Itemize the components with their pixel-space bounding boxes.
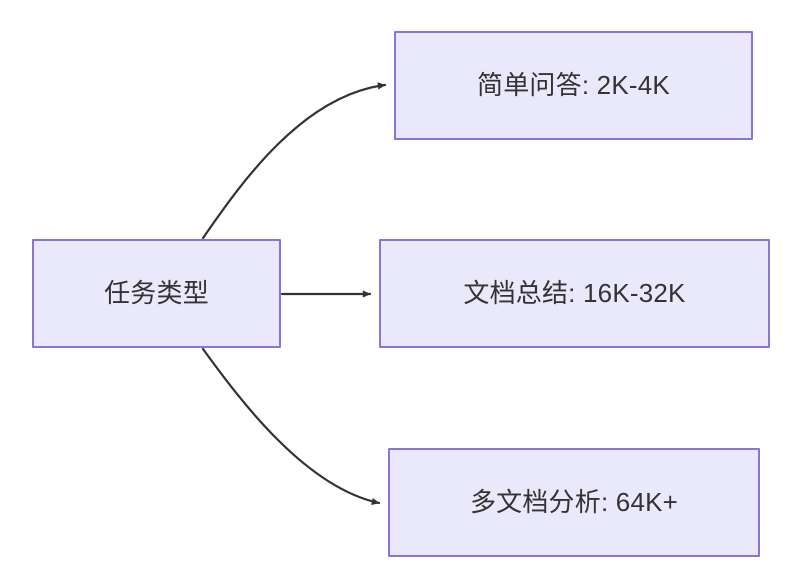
edge-to-simple-qa xyxy=(201,82,387,240)
node-multi-doc-analysis-label: 多文档分析: 64K+ xyxy=(469,486,679,517)
node-task-type[interactable]: 任务类型 xyxy=(32,239,281,348)
node-doc-summary[interactable]: 文档总结: 16K-32K xyxy=(379,239,770,348)
node-task-type-label: 任务类型 xyxy=(104,277,209,308)
node-multi-doc-analysis[interactable]: 多文档分析: 64K+ xyxy=(388,448,760,557)
edge-to-multi-doc-analysis xyxy=(201,347,381,505)
node-simple-qa-label: 简单问答: 2K-4K xyxy=(477,69,670,100)
node-simple-qa[interactable]: 简单问答: 2K-4K xyxy=(394,31,753,140)
node-doc-summary-label: 文档总结: 16K-32K xyxy=(463,277,686,308)
